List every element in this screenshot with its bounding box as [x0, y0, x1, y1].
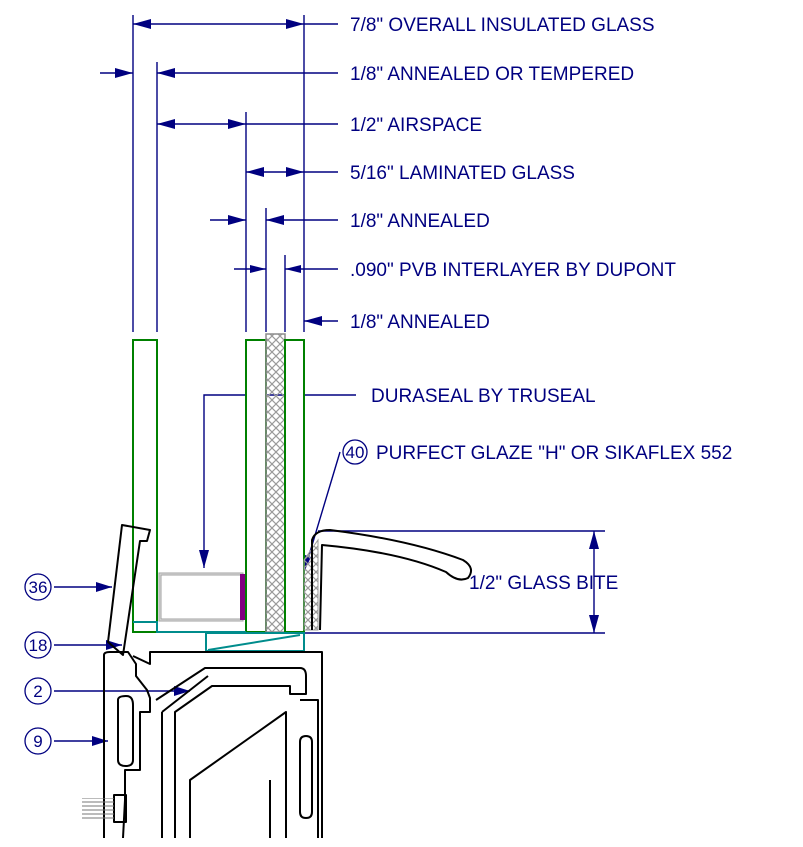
insulated-glass-unit [132, 333, 305, 633]
part-36: 36 [29, 578, 48, 597]
label-airspace: 1/2" AIRSPACE [350, 115, 482, 136]
callout-balloon-40 [342, 439, 368, 465]
laminated-inner-lite [245, 339, 267, 633]
dimension-lines [54, 15, 605, 746]
reinforcement-insert [155, 667, 307, 838]
part-9: 9 [33, 732, 42, 751]
pvb-interlayer [265, 333, 286, 633]
window-frame [82, 524, 473, 839]
label-glass-bite: 1/2" GLASS BITE [469, 573, 618, 594]
glazing-stop [107, 524, 151, 656]
label-sealant: PURFECT GLAZE "H" OR SIKAFLEX 552 [376, 443, 732, 464]
part-18: 18 [29, 636, 48, 655]
label-outer-lite: 1/8" ANNEALED OR TEMPERED [350, 64, 634, 85]
duraseal-spacer [158, 572, 245, 622]
glazing-leg [311, 529, 473, 631]
setting-block [133, 621, 305, 652]
label-laminated: 5/16" LAMINATED GLASS [350, 163, 575, 184]
outer-lite [132, 339, 158, 633]
laminated-outer-lite [284, 339, 305, 633]
part-number-balloons: 36 18 2 9 [24, 573, 52, 755]
label-interlayer: .090" PVB INTERLAYER BY DUPONT [350, 260, 676, 281]
callout-labels: DURASEAL BY TRUSEAL 40 PURFECT GLAZE "H"… [342, 386, 732, 594]
part-2: 2 [33, 682, 42, 701]
label-spacer: DURASEAL BY TRUSEAL [371, 386, 596, 407]
label-annealed-1: 1/8" ANNEALED [350, 211, 490, 232]
label-sealant-number: 40 [346, 443, 365, 462]
label-overall: 7/8" OVERALL INSULATED GLASS [350, 15, 655, 36]
label-annealed-2: 1/8" ANNEALED [350, 312, 490, 333]
dimension-labels: 7/8" OVERALL INSULATED GLASS 1/8" ANNEAL… [350, 15, 676, 333]
